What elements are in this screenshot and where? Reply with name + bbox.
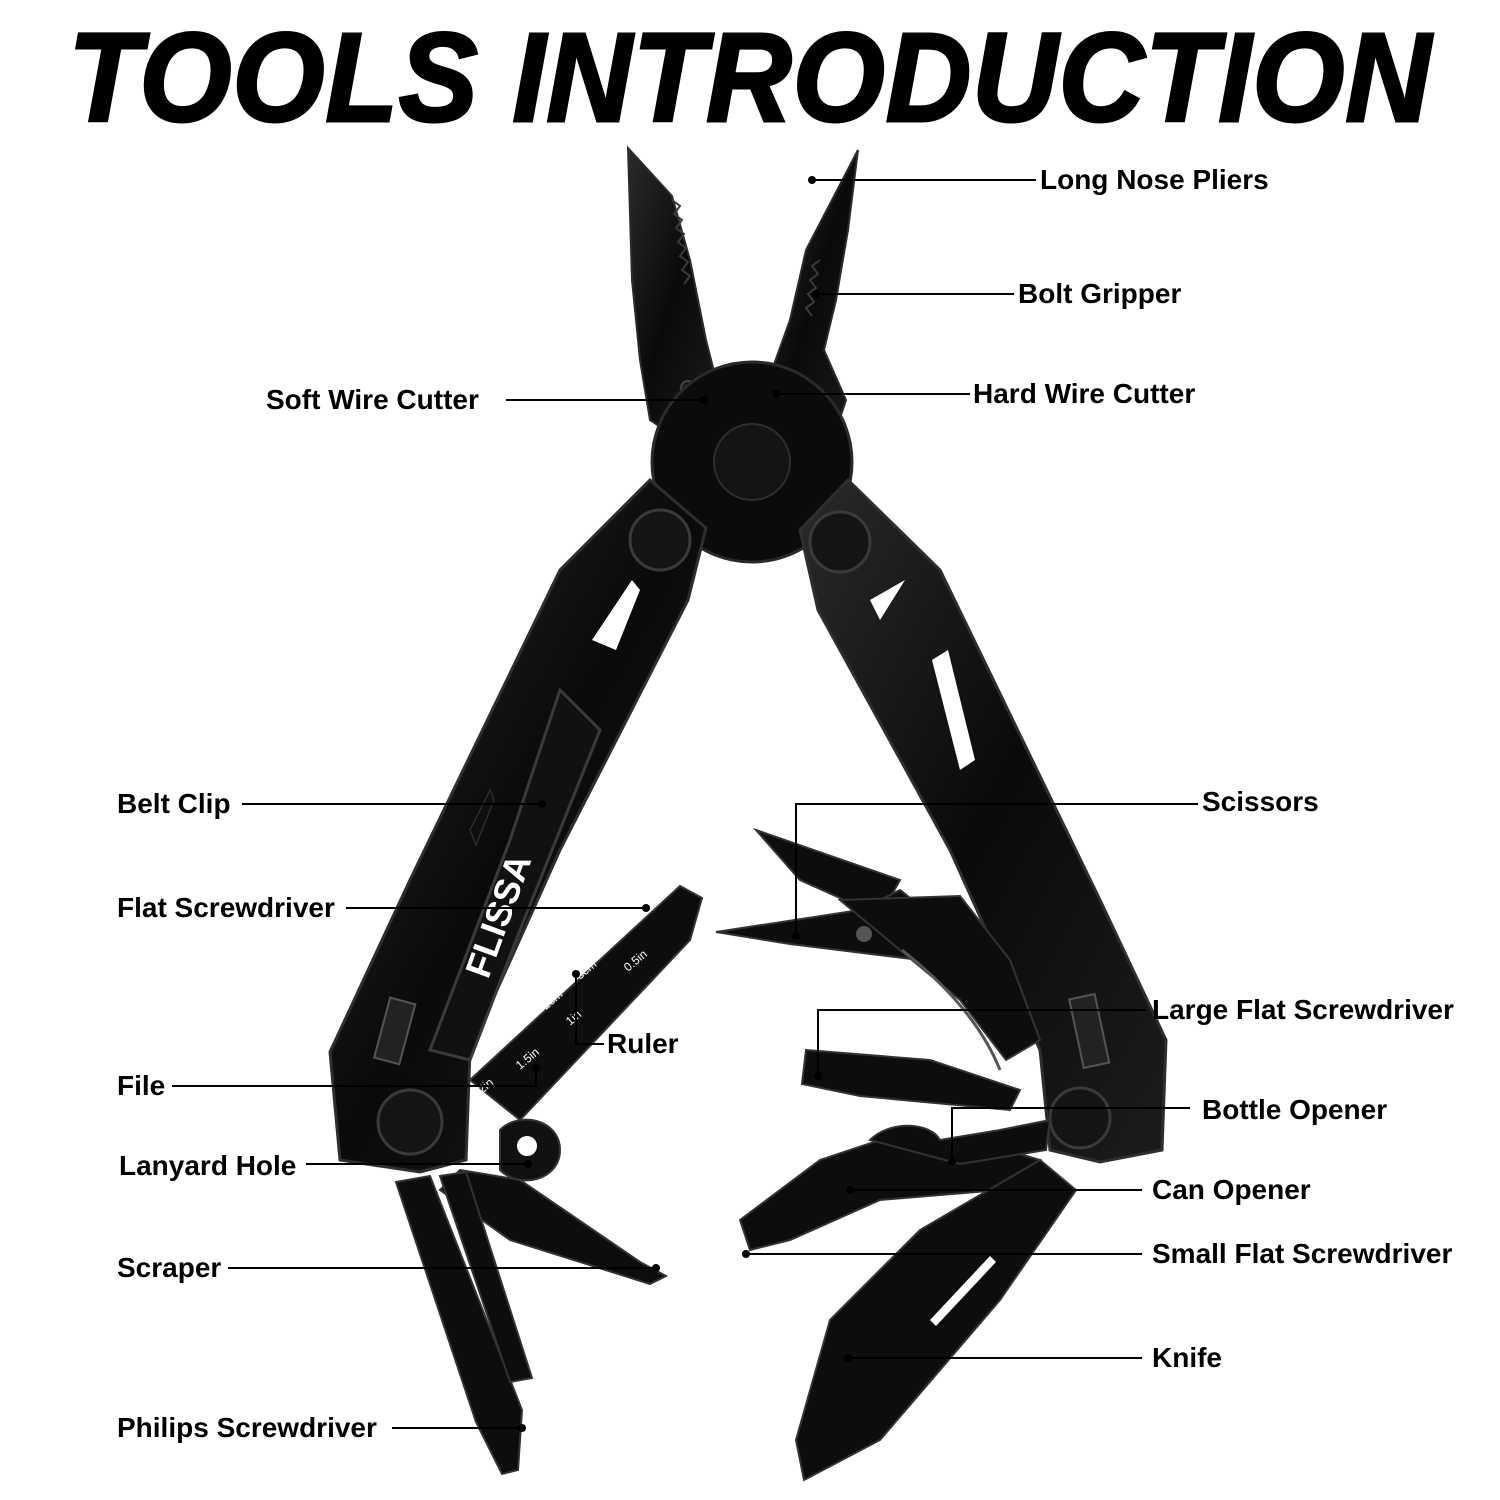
lanyard-hole-shape [517, 1136, 537, 1156]
left-bottom-screw [376, 1088, 444, 1156]
label-file: File [117, 1070, 166, 1101]
dot [814, 1072, 822, 1080]
right-jaw-teeth [804, 259, 821, 317]
dot [524, 1160, 532, 1168]
right-handle-cutout-1 [870, 580, 905, 620]
label-can-opener: Can Opener [1152, 1174, 1311, 1205]
leader-file [172, 1068, 537, 1087]
scissors-spring [901, 948, 1002, 1071]
label-soft-wire-cutter: Soft Wire Cutter [266, 384, 479, 415]
dot [846, 1186, 854, 1194]
dot [742, 1250, 750, 1258]
left-tools: 0.5in 1in 1.5in 2in 4cm 3cm 2cm 1cm [394, 884, 704, 1476]
right-file-grip [1068, 992, 1111, 1070]
left-file-grip [372, 996, 417, 1066]
pivot-center [713, 423, 791, 501]
dot [812, 290, 820, 298]
ruler-blade [468, 884, 704, 1122]
right-bottom-screw [1048, 1086, 1112, 1150]
leader-bottle-opener [951, 1107, 1190, 1162]
label-small-flat-screwdriver: Small Flat Screwdriver [1152, 1238, 1453, 1269]
bottle-opener-shape [868, 1118, 1052, 1166]
left-top-screw [628, 508, 692, 572]
belt-clip-shape [427, 687, 602, 1062]
label-lanyard-hole: Lanyard Hole [119, 1150, 297, 1181]
dot [538, 800, 546, 808]
label-bottle-opener: Bottle Opener [1202, 1094, 1388, 1125]
label-long-nose-pliers: Long Nose Pliers [1040, 164, 1269, 195]
label-ruler: Ruler [607, 1028, 679, 1059]
label-bolt-gripper: Bolt Gripper [1018, 278, 1182, 309]
dot [808, 176, 816, 184]
right-tools [715, 827, 1078, 1482]
left-handle-cutout-1 [592, 580, 640, 650]
left-handle: FLISSA [328, 477, 708, 1174]
small-arm [438, 1170, 534, 1384]
right-top-screw [808, 510, 872, 574]
left-jaw-teeth [671, 199, 692, 285]
dot [532, 1064, 540, 1072]
leader-dots [518, 176, 956, 1432]
large-flat-screwdriver-shape [800, 1048, 1022, 1112]
label-scissors: Scissors [1202, 786, 1319, 817]
dot [700, 396, 708, 404]
label-large-flat-screwdriver: Large Flat Screwdriver [1152, 994, 1454, 1025]
dot [792, 932, 800, 940]
label-hard-wire-cutter: Hard Wire Cutter [973, 378, 1196, 409]
right-handle [798, 477, 1168, 1164]
dot [518, 1424, 526, 1432]
dot [844, 1354, 852, 1362]
dot [772, 390, 780, 398]
knife-cutout [930, 1256, 996, 1326]
leader-ruler [575, 974, 604, 1045]
right-handle-body [798, 477, 1168, 1164]
dot [572, 970, 580, 978]
label-knife: Knife [1152, 1342, 1222, 1373]
label-scraper: Scraper [117, 1252, 222, 1283]
label-belt-clip: Belt Clip [117, 788, 231, 819]
leader-lines [172, 179, 1198, 1429]
philips-screwdriver-shape [394, 1174, 524, 1476]
dot [948, 1158, 956, 1166]
dot [642, 904, 650, 912]
scissors-pivot [856, 926, 872, 942]
leader-scissors [795, 803, 1198, 936]
dot [652, 1264, 660, 1272]
label-flat-screwdriver: Flat Screwdriver [117, 892, 335, 923]
right-handle-cutout-2 [932, 650, 975, 770]
page-title: TOOLS INTRODUCTION [67, 6, 1432, 149]
label-philips-screwdriver: Philips Screwdriver [117, 1412, 377, 1443]
leader-large-flat-screwdriver [817, 1009, 1146, 1076]
